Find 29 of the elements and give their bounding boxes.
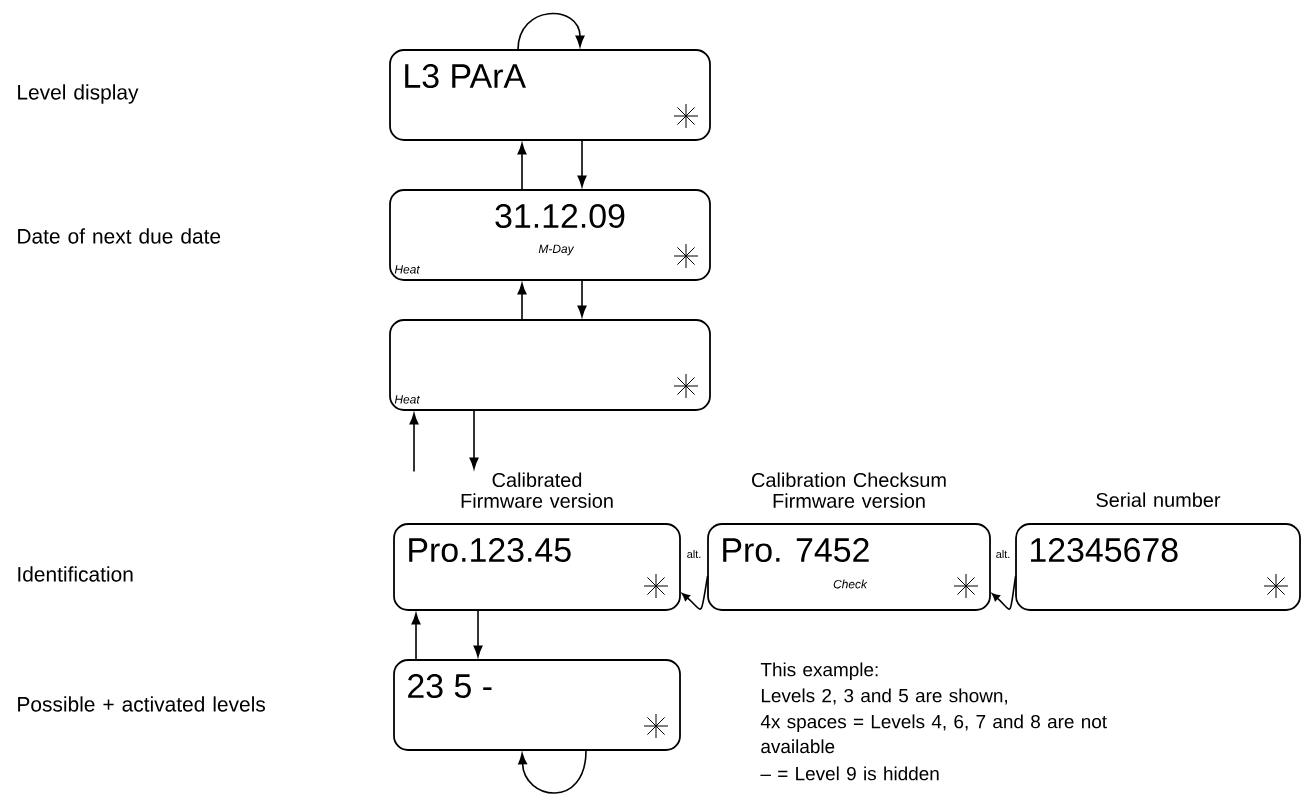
display-heading: Serial number	[1096, 492, 1221, 508]
row-label: Possible + activated levels	[18, 696, 265, 712]
arrow	[517, 283, 527, 321]
arrow	[518, 749, 587, 794]
row-label: Date of next due date	[18, 228, 221, 244]
row-label: Identification	[18, 566, 133, 582]
node-label: Pro. 7452	[723, 538, 869, 563]
arrow	[469, 409, 479, 469]
arrow	[577, 279, 587, 317]
note-text: – = Level 9 is hidden	[760, 766, 939, 781]
display-heading: Calibration Checksum Firmware version	[752, 472, 946, 508]
arrow	[411, 613, 421, 661]
row-label: Level display	[18, 84, 139, 104]
arrow	[517, 12, 585, 51]
note-text: This example:	[760, 662, 878, 681]
arrow	[517, 143, 527, 191]
node-label: 31.12.09	[495, 204, 625, 229]
arrow	[577, 139, 587, 187]
node-label: 12345678	[1031, 538, 1178, 563]
note-text: 4x spaces = Levels 4, 6, 7 and 8 are not available	[760, 714, 1107, 754]
arrow	[473, 609, 483, 657]
arrow	[409, 413, 419, 473]
node-label: Pro.123.45	[409, 538, 571, 563]
display-heading: Calibrated Firmware version	[461, 472, 613, 508]
note-text: Levels 2, 3 and 5 are shown,	[761, 688, 1007, 705]
arrow	[991, 575, 1017, 610]
node-label: 23 5 -	[408, 674, 492, 699]
node-label: L3 PArA	[405, 64, 526, 89]
arrow	[681, 575, 709, 610]
